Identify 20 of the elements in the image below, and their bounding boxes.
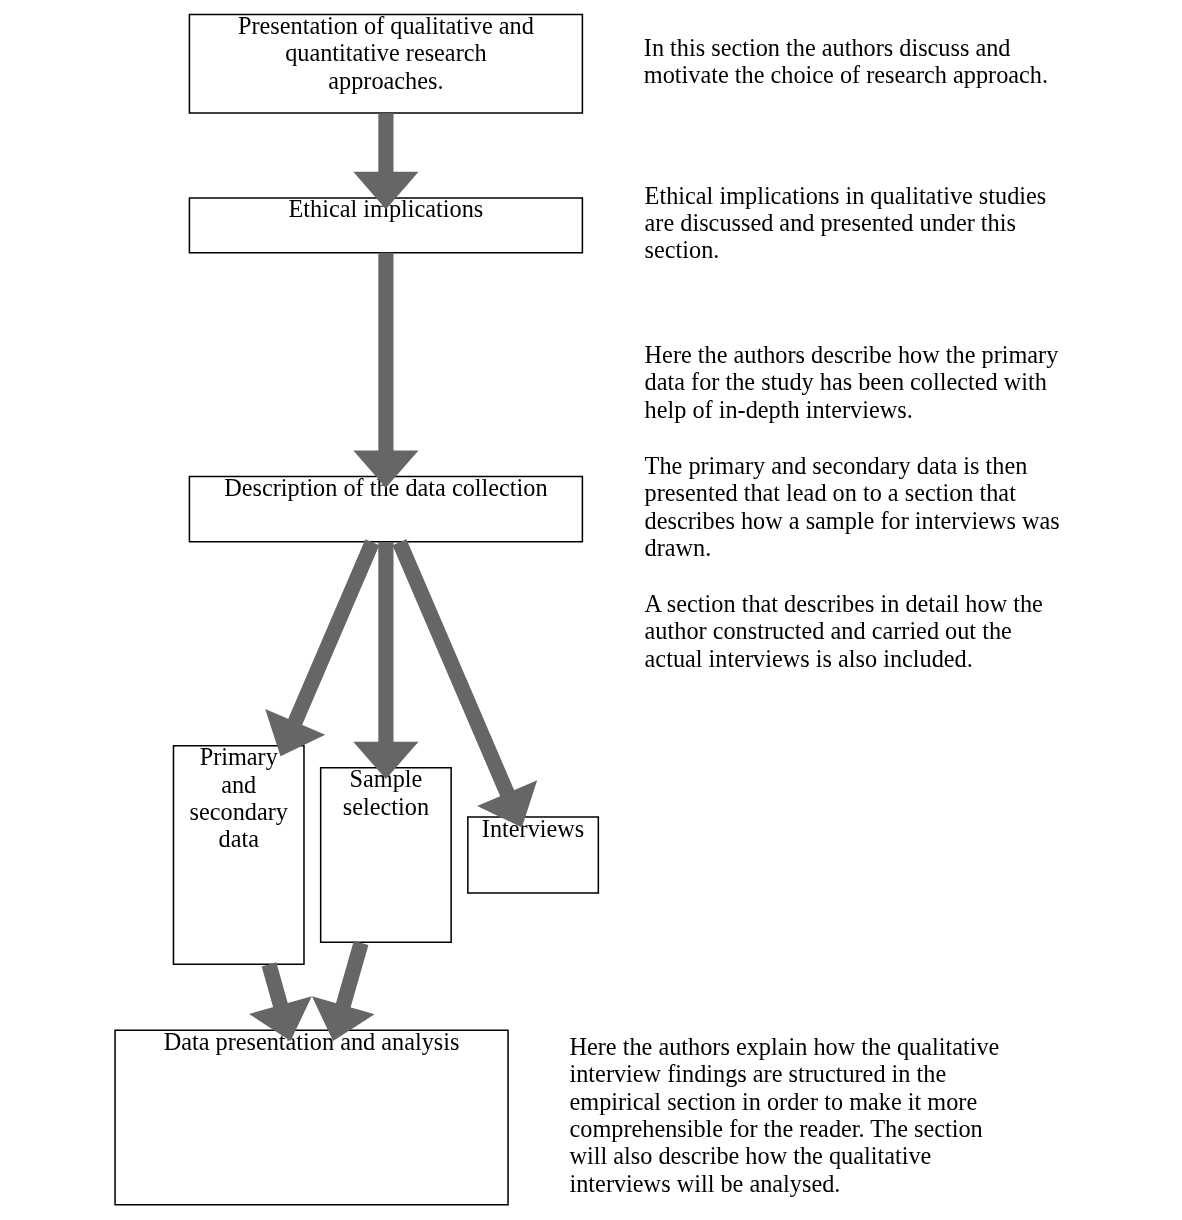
arrow [311, 940, 375, 1042]
node-box: Presentation of qualitative and quantitative research approaches. [188, 13, 583, 114]
arrow [352, 113, 419, 210]
node-box: Description of the data collection [188, 475, 583, 543]
node-label: Here the authors describe how the primary data for the study has been collected with help of in-depth interviews. [644, 341, 1058, 423]
node-box: Primary and secondary data [172, 745, 305, 966]
arrow [352, 542, 419, 780]
node-box: Interviews [466, 816, 599, 894]
arrow [264, 539, 379, 757]
node-box: Ethical implications [188, 197, 583, 254]
node-label: Ethical implications in qualitative studies are discussed and presented under this section. [644, 181, 1046, 264]
node-label: Here the authors explain how the qualitative interview findings are structured in the empirical section in order to make it more comprehensible for the reader. The section will also describe how the qualitative interviews will be analysed. [569, 1033, 999, 1197]
node-box: Sample selection [319, 767, 452, 944]
node-label: A section that describes in detail how the author constructed and carried out the actual interviews is also included. [644, 589, 1043, 672]
node-box: Data presentation and analysis [113, 1029, 509, 1206]
arrow [352, 252, 419, 488]
arrow [248, 962, 312, 1041]
arrow [392, 539, 537, 828]
node-label: The primary and secondary data is then presented that lead on to a section that describes how a sample for interviews was drawn. [644, 451, 1060, 561]
node-label: In this section the authors discuss and motivate the choice of research approach. [643, 33, 1048, 89]
